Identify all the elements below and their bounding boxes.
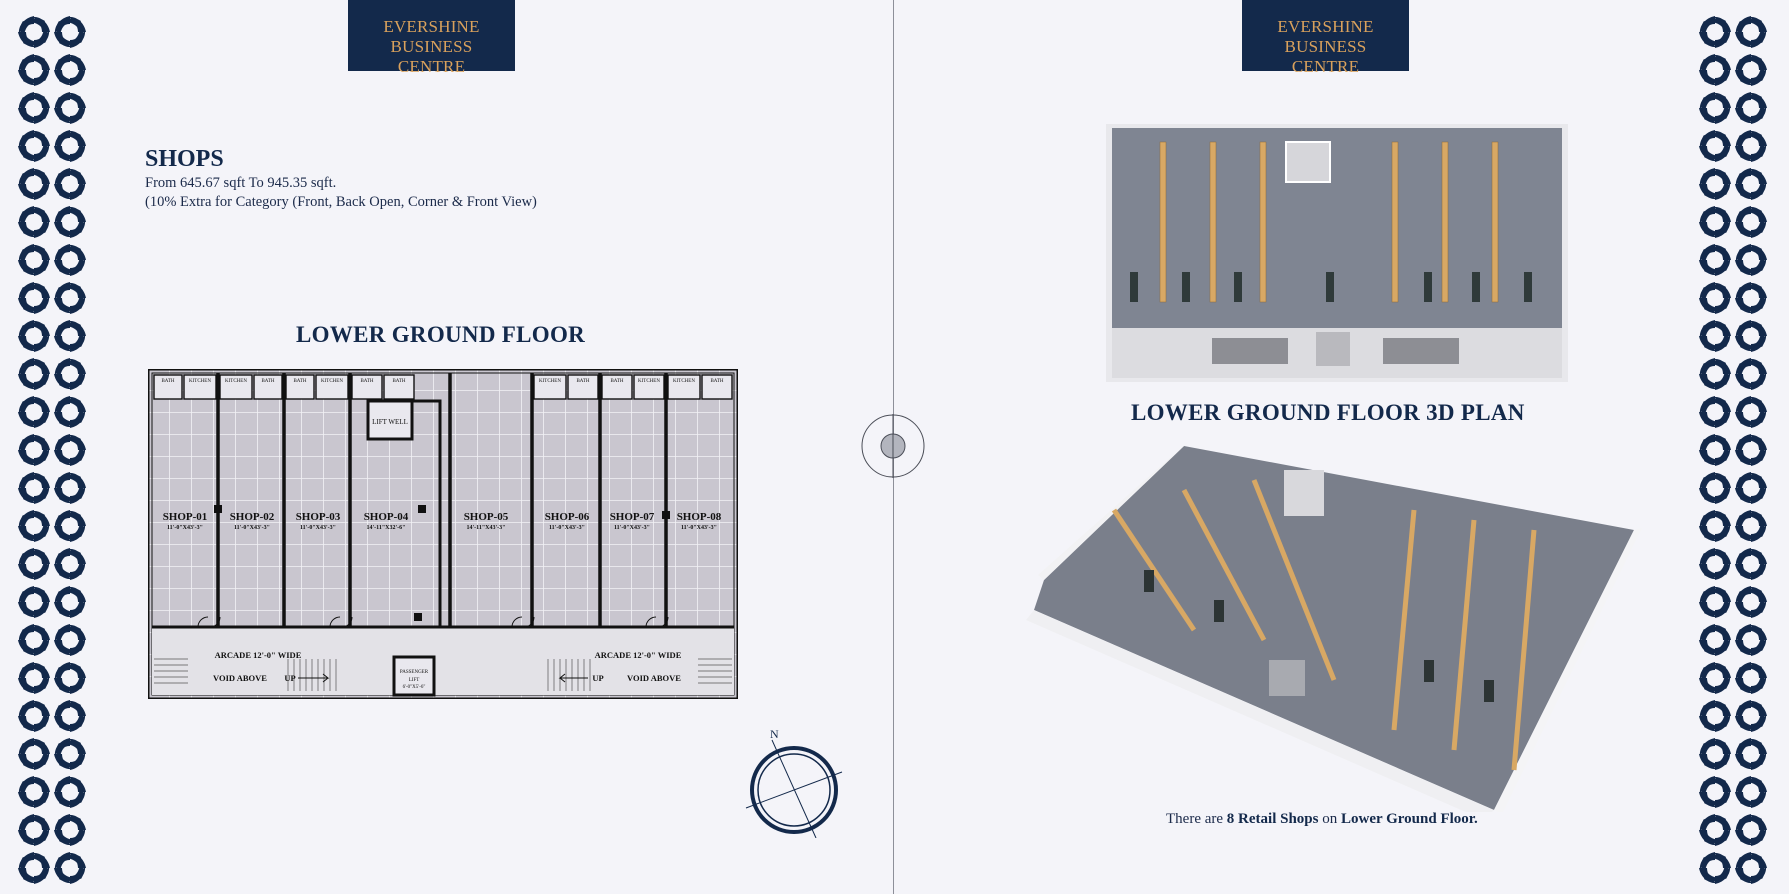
caption-mid: on — [1322, 811, 1338, 827]
shop-size-range: From 645.67 sqft To 945.35 sqft. — [145, 175, 337, 191]
brand-name-line2: CENTRE — [1291, 57, 1360, 76]
kitchen-label: KITCHEN — [673, 379, 695, 384]
bath-label: BATH — [261, 379, 274, 384]
compass-north-label: N — [770, 727, 779, 741]
floor-title: LOWER GROUND FLOOR — [296, 322, 586, 347]
floor-plan-3d-top-render — [1106, 124, 1568, 382]
shop-size: 11'-0"X43'-3" — [234, 525, 270, 531]
arcade-left-label: ARCADE 12'-0" WIDE — [215, 650, 302, 660]
kitchen-label: KITCHEN — [225, 379, 247, 384]
shop-name: SHOP-08 — [677, 511, 722, 523]
shop-size: 11'-0"X43'-3" — [167, 525, 203, 531]
bath-label: BATH — [360, 379, 373, 384]
plan-3d-title: LOWER GROUND FLOOR 3D PLAN — [1131, 400, 1525, 425]
ornament-border-left — [18, 16, 86, 884]
passenger-lift-size: 6'-0"X5'-6" — [403, 685, 426, 690]
kitchen-label: KITCHEN — [638, 379, 660, 384]
shop-name: SHOP-07 — [610, 511, 655, 523]
passenger-lift-label: PASSENGER — [400, 670, 429, 675]
stair-up-right: UP — [592, 673, 603, 683]
shop-size: 14'-11"X32'-6" — [367, 525, 406, 531]
stair-up-left: UP — [284, 673, 295, 683]
shop-name: SHOP-06 — [545, 511, 590, 523]
caption-shop-count: 8 Retail Shops — [1226, 811, 1319, 827]
shop-size: 11'-0"X43'-3" — [681, 525, 717, 531]
shop-size: 11'-0"X43'-3" — [549, 525, 585, 531]
bath-label: BATH — [161, 379, 174, 384]
binding-mark — [861, 414, 925, 478]
shops-heading: SHOPS — [145, 146, 224, 172]
kitchen-label: KITCHEN — [189, 379, 211, 384]
floor-plan: BATH KITCHEN KITCHEN BATH BATH KITCHEN B… — [148, 369, 738, 699]
shop-name: SHOP-04 — [364, 511, 409, 523]
brand-name-line2: CENTRE — [397, 57, 466, 76]
ornament-border-right — [1697, 0, 1769, 894]
shop-size: 11'-0"X43'-3" — [614, 525, 650, 531]
shop-size: 14'-11"X43'-3" — [467, 525, 506, 531]
lift-well-label: LIFT WELL — [372, 418, 408, 426]
retail-shops-caption: There are 8 Retail Shops on Lower Ground… — [1166, 811, 1478, 828]
void-left-label: VOID ABOVE — [213, 673, 267, 683]
brand-logo-left: EVERSHINE BUSINESS CENTRE — [348, 0, 515, 76]
bath-label: BATH — [392, 379, 405, 384]
floor-plan-3d-iso-render — [1026, 440, 1642, 812]
brand-logo-right: EVERSHINE BUSINESS CENTRE — [1242, 0, 1409, 76]
bath-label: BATH — [610, 379, 623, 384]
bath-label: BATH — [576, 379, 589, 384]
shop-size: 11'-0"X43'-3" — [300, 525, 336, 531]
arcade-right-label: ARCADE 12'-0" WIDE — [595, 650, 682, 660]
shop-name: SHOP-02 — [230, 511, 275, 523]
void-right-label: VOID ABOVE — [627, 673, 681, 683]
kitchen-label: KITCHEN — [539, 379, 561, 384]
caption-floor: Lower Ground Floor. — [1340, 811, 1478, 827]
bath-label: BATH — [293, 379, 306, 384]
brand-name-line1: EVERSHINE BUSINESS — [383, 17, 480, 56]
caption-prefix: There are — [1166, 811, 1224, 827]
shop-name: SHOP-03 — [296, 511, 341, 523]
kitchen-label: KITCHEN — [321, 379, 343, 384]
passenger-lift-label-2: LIFT — [409, 678, 420, 683]
brand-name-line1: EVERSHINE BUSINESS — [1277, 17, 1374, 56]
extra-charge-note: (10% Extra for Category (Front, Back Ope… — [145, 194, 537, 210]
shop-name: SHOP-05 — [464, 511, 509, 523]
bath-label: BATH — [710, 379, 723, 384]
shop-name: SHOP-01 — [163, 511, 208, 523]
north-compass-icon: N — [745, 727, 843, 838]
